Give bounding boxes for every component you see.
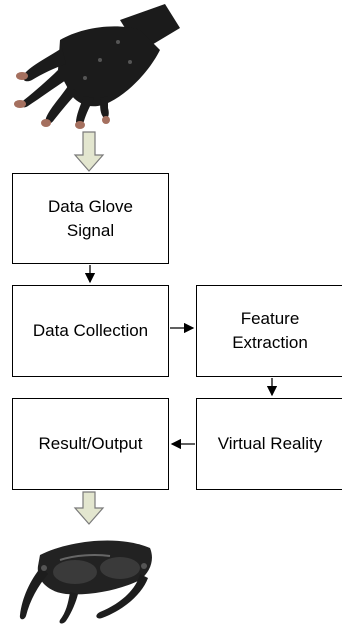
data-glove-signal-label: Data Glove Signal [47, 196, 134, 240]
feature-extraction-box: Feature Extraction [196, 285, 342, 377]
hollow-arrow-top [73, 131, 105, 172]
feature-extraction-label: Feature Extraction [232, 309, 308, 352]
data-glove-image [14, 4, 180, 129]
data-glove-signal-box: Data Glove Signal [12, 173, 169, 264]
result-output-box: Result/Output [12, 398, 169, 490]
virtual-reality-box: Virtual Reality [196, 398, 342, 490]
data-collection-box: Data Collection [12, 285, 169, 377]
data-collection-label: Data Collection [32, 321, 149, 340]
result-output-label: Result/Output [38, 434, 143, 453]
virtual-reality-label: Virtual Reality [217, 434, 323, 453]
hollow-arrow-bottom [73, 491, 105, 525]
